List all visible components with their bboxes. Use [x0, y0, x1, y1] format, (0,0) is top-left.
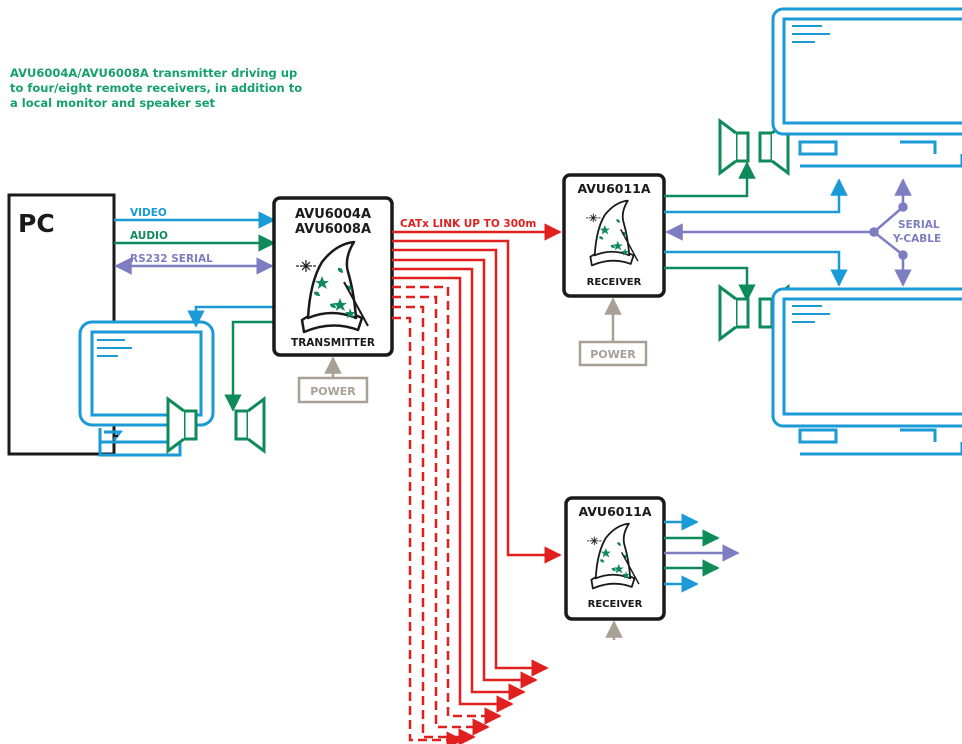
- serial-y-cable: [869, 178, 912, 287]
- receiver-unit-1: AVU6011A RECEIVER: [562, 173, 666, 298]
- receiver-1-power-label: POWER: [590, 348, 636, 361]
- receiver-1-label: RECEIVER: [587, 277, 642, 288]
- local-monitor-icon: [78, 320, 215, 457]
- receiver-1-audio-bottom: [664, 266, 756, 302]
- local-video-link: [187, 305, 276, 328]
- catx-link-path: [392, 305, 476, 744]
- link-label: CATx LINK UP TO 300m: [400, 218, 536, 230]
- serial-cable-line2: Y-CABLE: [892, 233, 941, 245]
- caption-line: to four/eight remote receivers, in addit…: [10, 81, 303, 95]
- diagram-caption: AVU6004A/AVU6008A transmitter driving up…: [10, 66, 370, 111]
- catx-link-bundle: [392, 239, 562, 744]
- serial-label: RS232 SERIAL: [130, 253, 213, 265]
- transmitter-label: TRANSMITTER: [291, 337, 375, 349]
- pc-audio-link: AUDIO: [114, 230, 276, 252]
- pc-label: PC: [18, 209, 55, 238]
- catx-link-path: [392, 267, 526, 701]
- receiver-2-outputs: [664, 513, 740, 593]
- pc-serial-link: RS232 SERIAL: [114, 253, 274, 275]
- receiver-2-label: RECEIVER: [588, 599, 643, 610]
- receiver-unit-2: AVU6011A RECEIVER: [564, 496, 666, 621]
- catx-link-path: [392, 248, 549, 677]
- caption-line: AVU6004A/AVU6008A transmitter driving up: [10, 66, 298, 80]
- catx-link-path: [392, 276, 514, 713]
- receiver-1-power: POWER: [578, 297, 648, 367]
- catx-link-path: [392, 239, 562, 564]
- pc-video-link: VIDEO: [114, 207, 276, 229]
- catx-link-path: [392, 258, 538, 689]
- receiver-1-video-bottom: [664, 250, 848, 287]
- remote-monitor-top-icon: [771, 7, 962, 168]
- transmitter-model-line1: AVU6004A: [295, 207, 371, 222]
- video-label: VIDEO: [130, 207, 167, 219]
- receiver-1-model: AVU6011A: [577, 181, 650, 196]
- transmitter-power: POWER: [297, 356, 369, 404]
- serial-cable-line1: SERIAL: [898, 219, 940, 231]
- transmitter-unit: AVU6004A AVU6008A TRANSMITTER: [272, 196, 394, 357]
- caption-line: a local monitor and speaker set: [10, 96, 215, 110]
- local-audio-link: [224, 320, 276, 412]
- audio-label: AUDIO: [130, 230, 168, 242]
- receiver-1-audio-top: [664, 161, 756, 198]
- receiver-2-model: AVU6011A: [578, 504, 651, 519]
- catx-link-path: [392, 295, 490, 736]
- transmitter-model-line2: AVU6008A: [295, 222, 371, 237]
- transmitter-power-label: POWER: [310, 385, 356, 398]
- catx-link-path: [392, 285, 502, 725]
- receiver-1-video-top: [664, 178, 848, 214]
- catx-link-path: [392, 316, 464, 744]
- remote-monitor-bottom-icon: [771, 287, 962, 456]
